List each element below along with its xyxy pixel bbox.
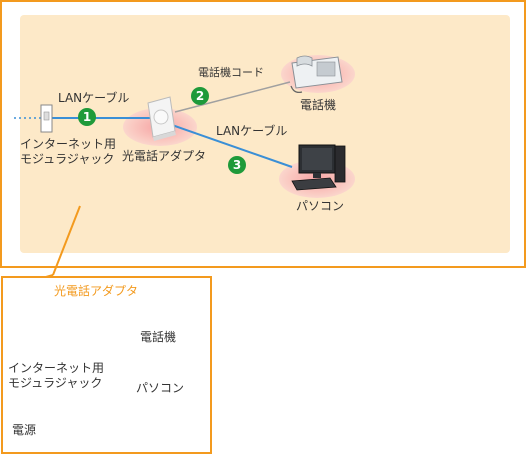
badge-2: 2 xyxy=(191,87,209,105)
inset-title: 光電話アダプタ xyxy=(54,284,139,298)
inset-power-label: 電源 xyxy=(12,423,37,437)
inset-phone-label: 電話機 xyxy=(140,330,177,344)
diagram-panel xyxy=(20,15,510,253)
phone-cord-line xyxy=(174,81,291,113)
badge-1: 1 xyxy=(78,108,96,126)
inset-pc-label: パソコン xyxy=(136,381,185,395)
phone-cord-label: 電話機コード xyxy=(198,66,264,79)
pc-icon xyxy=(291,144,346,191)
phone-label: 電話機 xyxy=(300,98,337,112)
wall-jack-label: インターネット用 モジュラジャック xyxy=(20,137,117,166)
badge-3: 3 xyxy=(228,156,246,174)
diagram-frame xyxy=(0,0,526,268)
pc-label: パソコン xyxy=(296,199,345,213)
adapter-label: 光電話アダプタ xyxy=(122,149,207,163)
lan-cable-1-label: LANケーブル xyxy=(58,91,130,105)
adapter-icon xyxy=(147,96,176,141)
inset-frame xyxy=(1,276,212,454)
inset-wall-jack-label: インターネット用 モジュラジャック xyxy=(8,361,105,390)
telephone-icon xyxy=(290,55,343,93)
lan-cable-2-line xyxy=(171,124,293,168)
lan-cable-2-label: LANケーブル xyxy=(216,124,288,138)
callout-line xyxy=(52,205,81,276)
wall-jack-icon xyxy=(40,104,53,133)
